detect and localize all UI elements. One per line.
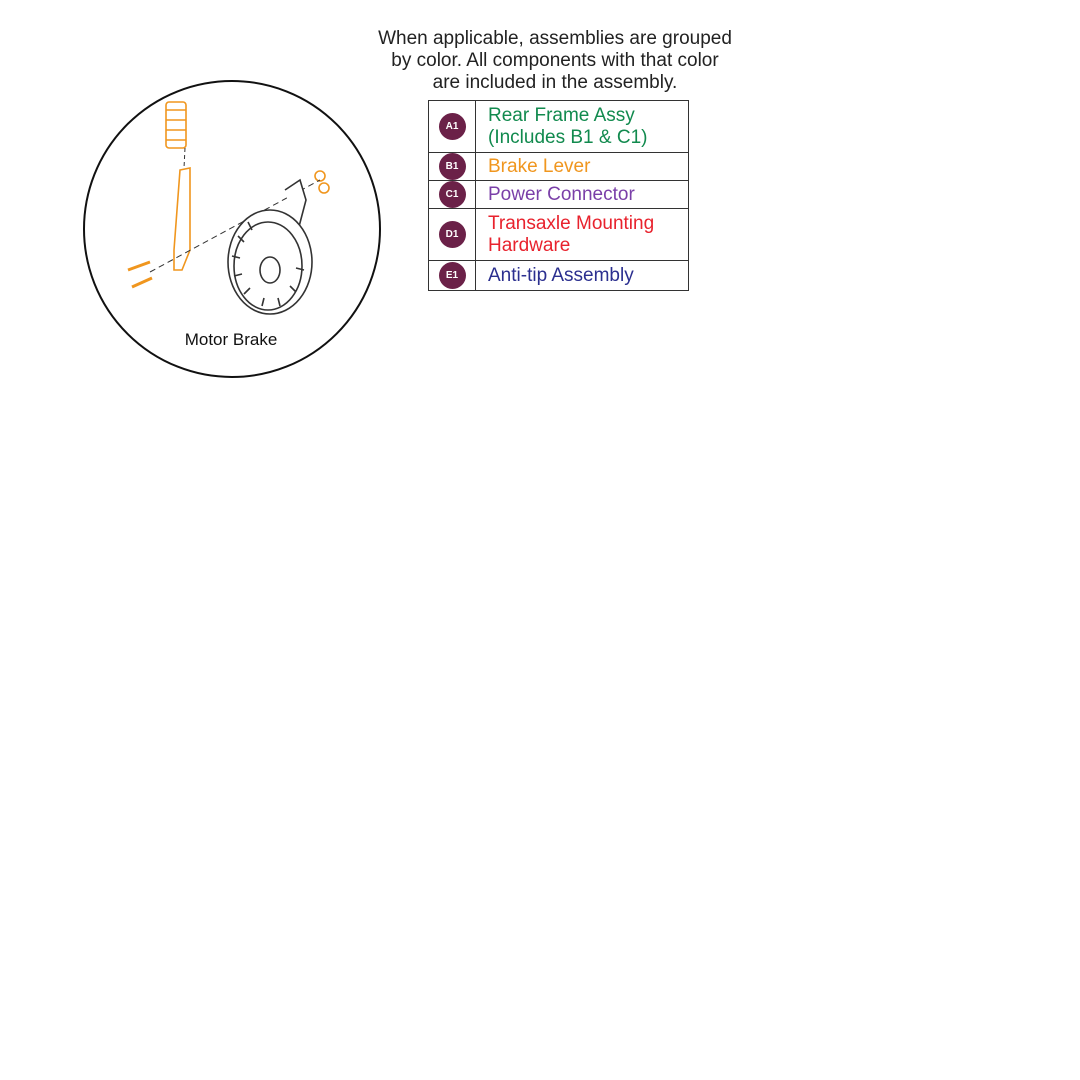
code-badge: D1 bbox=[438, 221, 466, 248]
note-line: When applicable, assemblies are grouped bbox=[378, 28, 732, 49]
legend-label: Anti-tip Assembly bbox=[475, 260, 689, 291]
legend-label: Brake Lever bbox=[475, 152, 689, 181]
motor-brake-inset bbox=[83, 80, 381, 378]
code-badge: A1 bbox=[438, 113, 466, 140]
legend-row-e1: E1 Anti-tip Assembly bbox=[428, 260, 689, 291]
note-line: by color. All components with that color bbox=[391, 50, 719, 71]
code-badge: B1 bbox=[438, 153, 466, 180]
code-badge: C1 bbox=[438, 181, 466, 208]
note-line: are included in the assembly. bbox=[432, 72, 678, 93]
legend-row-c1: C1 Power Connector bbox=[428, 180, 689, 209]
legend-label: Rear Frame Assy(Includes B1 & C1) bbox=[475, 100, 689, 153]
legend-row-a1: A1 Rear Frame Assy(Includes B1 & C1) bbox=[428, 100, 689, 153]
assembly-grouping-note: When applicable, assemblies are grouped … bbox=[330, 28, 780, 94]
motor-brake-disc bbox=[227, 178, 313, 315]
assembly-legend: A1 Rear Frame Assy(Includes B1 & C1) B1 … bbox=[428, 100, 689, 291]
legend-row-b1: B1 Brake Lever bbox=[428, 152, 689, 181]
brake-lever-part bbox=[127, 101, 330, 289]
motor-brake-caption: Motor Brake bbox=[184, 330, 278, 349]
code-badge: E1 bbox=[438, 262, 466, 289]
legend-label: Power Connector bbox=[475, 180, 689, 209]
